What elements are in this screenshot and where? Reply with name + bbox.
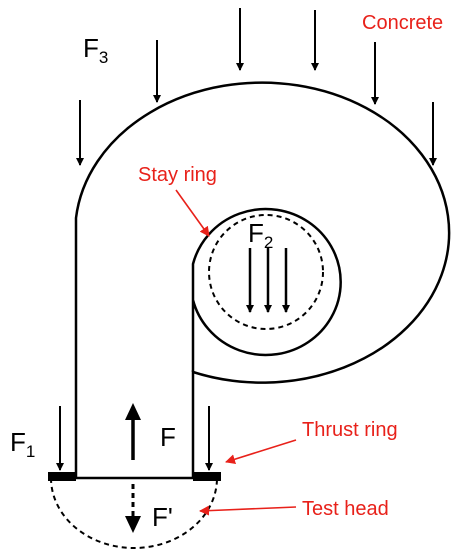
stay-ring-label: Stay ring xyxy=(138,164,217,186)
casing-outline xyxy=(74,81,451,478)
test-head-label: Test head xyxy=(302,498,389,520)
thrust-ring-pointer xyxy=(225,439,297,465)
thrust-ring-left xyxy=(48,472,76,481)
f-label: F xyxy=(160,422,176,452)
thrust-ring-right xyxy=(193,472,221,481)
f1-arrows xyxy=(56,406,213,471)
f2-arrows xyxy=(246,248,290,313)
stay-ring xyxy=(191,207,342,372)
concrete-label: Concrete xyxy=(362,12,443,34)
red-pointers xyxy=(175,189,297,516)
f-arrow-head xyxy=(125,403,141,420)
test-head-pointer xyxy=(199,505,297,516)
f1-label: F1 xyxy=(10,427,35,461)
inner-dashed-circle xyxy=(208,214,324,330)
f-prime-label: F' xyxy=(152,502,173,532)
f3-arrows xyxy=(76,8,437,166)
f3-label: F3 xyxy=(83,33,108,67)
stay-ring-pointer xyxy=(175,189,210,237)
f2-label: F2 xyxy=(248,218,273,252)
f-prime-arrow-head xyxy=(125,516,141,533)
thrust-ring-label: Thrust ring xyxy=(302,419,398,441)
